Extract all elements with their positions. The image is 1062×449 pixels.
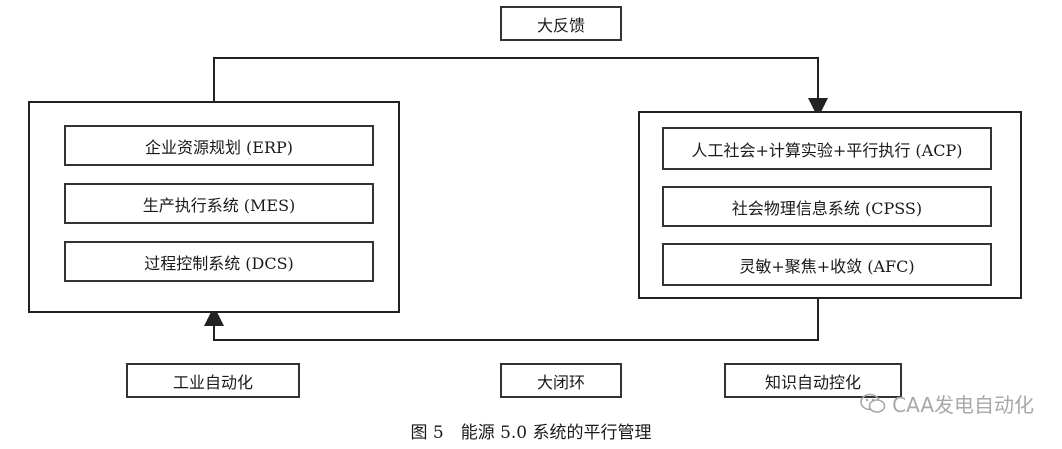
erp-label: 企业资源规划 (ERP) [144,137,294,157]
knowledge-automation-text: 知识自动控化 [764,372,861,392]
top-feedback-text: 大反馈 [536,15,585,35]
big-closed-loop-label: 大闭环 [500,363,622,398]
top-feedback-label: 大反馈 [500,6,622,41]
industrial-automation-text: 工业自动化 [172,372,253,392]
big-closed-loop-text: 大闭环 [536,372,585,392]
watermark-text: CAA发电自动化 [892,393,1034,417]
cpss-box: 社会物理信息系统 (CPSS) [662,186,992,227]
wechat-icon [860,393,886,413]
figure-caption: 图 5 能源 5.0 系统的平行管理 [410,423,652,443]
wechat-watermark: CAA发电自动化 [860,389,1034,418]
top-feedback-line [213,57,828,118]
afc-box: 灵敏+聚焦+收敛 (AFC) [662,243,992,286]
dcs-box: 过程控制系统 (DCS) [64,241,374,282]
acp-box: 人工社会+计算实验+平行执行 (ACP) [662,127,992,170]
erp-box: 企业资源规划 (ERP) [64,125,374,166]
mes-label: 生产执行系统 (MES) [142,195,296,215]
afc-label: 灵敏+聚焦+收敛 (AFC) [739,256,915,276]
mes-box: 生产执行系统 (MES) [64,183,374,224]
knowledge-automation-label: 知识自动控化 [724,363,902,398]
dcs-label: 过程控制系统 (DCS) [144,253,294,273]
industrial-automation-label: 工业自动化 [126,363,300,398]
acp-label: 人工社会+计算实验+平行执行 (ACP) [691,140,963,160]
cpss-label: 社会物理信息系统 (CPSS) [731,198,923,218]
bottom-closed-loop-line [204,299,819,341]
